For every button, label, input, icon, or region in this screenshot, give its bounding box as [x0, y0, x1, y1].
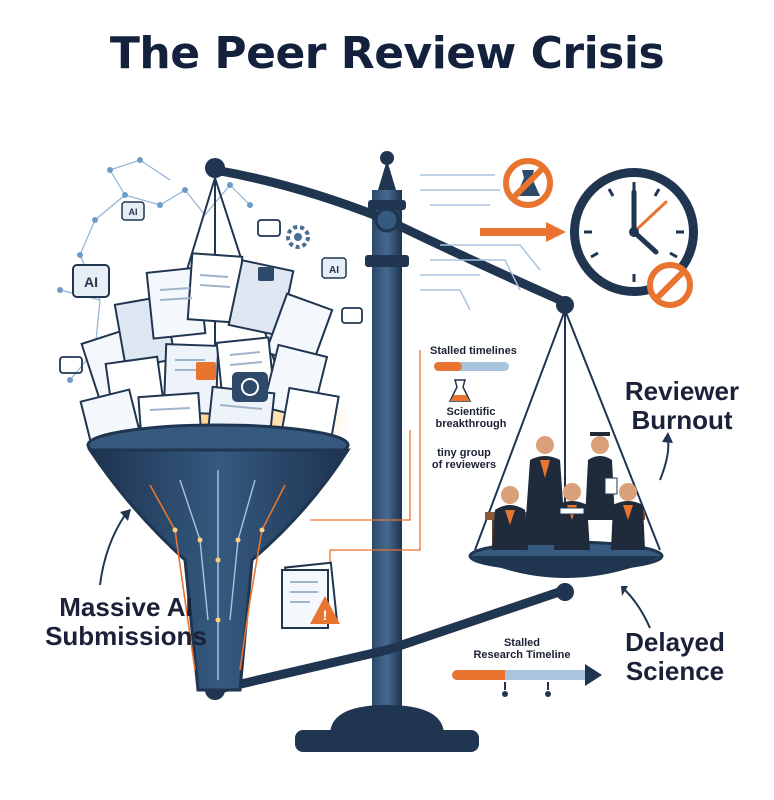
scale-stand — [295, 151, 479, 752]
research-timeline — [452, 664, 602, 697]
page-title: The Peer Review Crisis — [109, 28, 665, 79]
circuit-lines — [420, 174, 541, 311]
tiny-group-label: tiny group of reviewers — [420, 447, 508, 471]
stalled-research-timeline-label: Stalled Research Timeline — [462, 637, 582, 661]
stalled-timelines-label: Stalled timelines — [430, 345, 517, 357]
reviewer-burnout-line1: Reviewer — [624, 376, 740, 406]
breakthrough-line: breakthrough — [435, 418, 507, 431]
research-timeline-line: Research Timeline — [473, 649, 571, 662]
stalled-line: Stalled — [503, 637, 541, 649]
orange-arrow — [480, 222, 566, 242]
massive-ai-submissions-label: Massive AI Submissions — [26, 593, 226, 650]
ai-chip-icon: AI — [121, 201, 145, 221]
tiny-group-line1: tiny group — [437, 447, 491, 459]
reviewer-burnout-line2: Burnout — [631, 404, 733, 435]
massive-ai-line2: Submissions — [45, 620, 207, 651]
upper-beam — [205, 158, 574, 314]
scientific-line: Scientific — [446, 406, 496, 418]
svg-text:!: ! — [323, 607, 328, 623]
clock-icon — [570, 168, 698, 296]
delayed-science-line1: Delayed — [625, 627, 725, 657]
scientific-breakthrough-label: Scientific breakthrough — [426, 406, 516, 430]
massive-ai-line1: Massive AI — [59, 592, 193, 622]
ai-logo-icon — [232, 372, 268, 402]
reviewer-burnout-label: Reviewer Burnout — [612, 377, 752, 434]
prohibited-icon — [647, 262, 693, 308]
flask-icon — [448, 379, 472, 402]
funnel — [86, 423, 351, 692]
svg-text:AI: AI — [84, 274, 98, 290]
delayed-science-line2: Science — [625, 655, 725, 686]
prohibited-flask-icon — [503, 158, 553, 208]
ai-chip-icon: AI — [321, 257, 347, 279]
tiny-group-line2: of reviewers — [431, 459, 497, 472]
delayed-science-label: Delayed Science — [615, 628, 735, 685]
svg-text:AI: AI — [129, 207, 138, 217]
warning-document-icon: ! — [281, 561, 340, 629]
reviewer-group — [485, 432, 645, 550]
svg-text:AI: AI — [329, 265, 339, 276]
pointer-arrows — [99, 439, 670, 629]
ai-chip-icon: AI — [72, 264, 110, 298]
stalled-timeline-bar — [434, 362, 509, 371]
gear-icon — [286, 225, 310, 249]
chat-bubble-icon — [59, 219, 363, 374]
